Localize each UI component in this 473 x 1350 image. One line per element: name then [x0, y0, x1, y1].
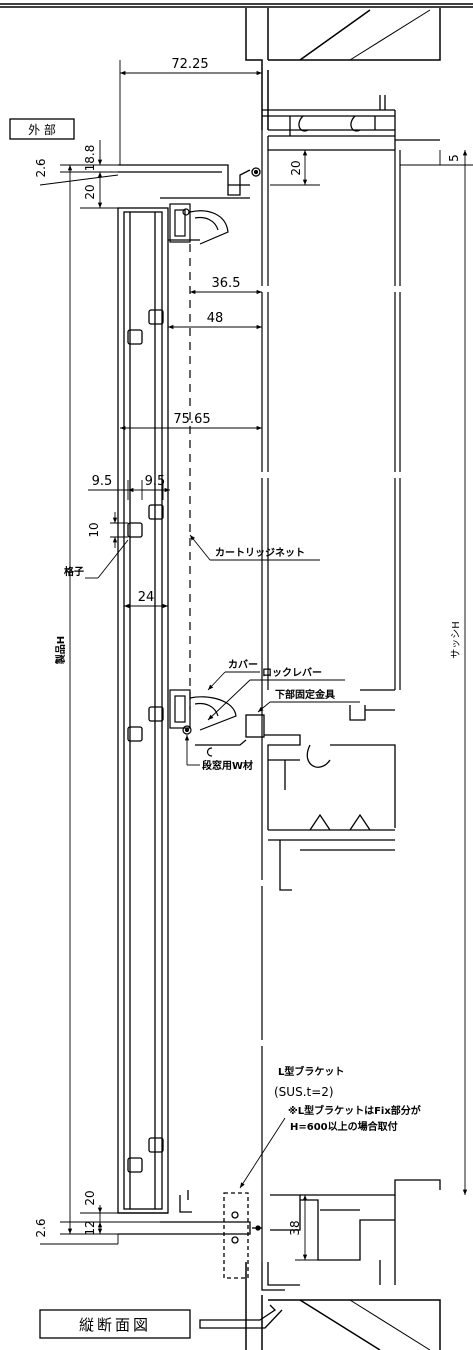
top-building-frame [0, 3, 473, 130]
dim-75-65: 75.65 [173, 412, 210, 427]
dim-48: 48 [207, 311, 224, 326]
dim-36-5: 36.5 [212, 276, 241, 291]
title-box [39, 1309, 191, 1339]
dim-5: 5 [447, 154, 461, 162]
dim-9-5-right: 9.5 [145, 474, 166, 489]
l-bracket-label: L型ブラケット [278, 1065, 344, 1078]
l-bracket-spec: (SUS.t=2) [274, 1085, 334, 1099]
dim-10: 10 [87, 522, 101, 537]
exterior-label-box [9, 118, 75, 140]
lattice-bars [127, 309, 164, 1173]
lattice-label: 格子 [64, 565, 84, 578]
l-bracket-note-2: H=600以上の場合取付 [290, 1120, 398, 1133]
drawing-title: 縦断面図 [79, 1316, 151, 1334]
cover-label: カバー [228, 659, 258, 671]
bottom-building-frame [245, 1262, 441, 1350]
lower-fixture-label: 下部固定金具 [275, 688, 335, 701]
leader-lines [85, 534, 360, 1189]
dim-38: 38 [288, 1220, 302, 1235]
dim-18-8: 18.8 [83, 145, 97, 172]
dim-2-6-top: 2.6 [34, 158, 48, 177]
dim-20-top-right: 20 [289, 160, 303, 175]
middle-sash-profile [245, 689, 396, 891]
dim-24: 24 [138, 590, 155, 605]
lower-cartridge [169, 689, 247, 757]
lock-lever-label: ロックレバー [262, 667, 322, 679]
bottom-sash-profile [199, 1179, 441, 1329]
dimension-lines [39, 60, 473, 1261]
dim-12: 12 [83, 1220, 97, 1235]
dim-2-6-bottom: 2.6 [34, 1218, 48, 1237]
upper-cartridge [168, 203, 229, 245]
dim-20-bottom: 20 [83, 1190, 97, 1205]
dim-9-5-left: 9.5 [92, 474, 113, 489]
break-marks [0, 286, 473, 1046]
product-h-label: 製品H [54, 636, 67, 665]
dim-72-25: 72.25 [171, 57, 208, 72]
sash-verticals [261, 130, 401, 1262]
cartridge-net-label: カートリッジネット [215, 547, 305, 559]
exterior-label: 外 部 [28, 122, 56, 137]
l-bracket-note-1: ※L型ブラケットはFix部分が [288, 1104, 422, 1117]
dim-20-top-left: 20 [83, 184, 97, 199]
step-window-w-label: 段窓用W材 [202, 759, 253, 772]
screen-frame [117, 164, 261, 1235]
top-sash-profile [262, 95, 440, 151]
sash-h-label: サッシH [450, 621, 462, 659]
